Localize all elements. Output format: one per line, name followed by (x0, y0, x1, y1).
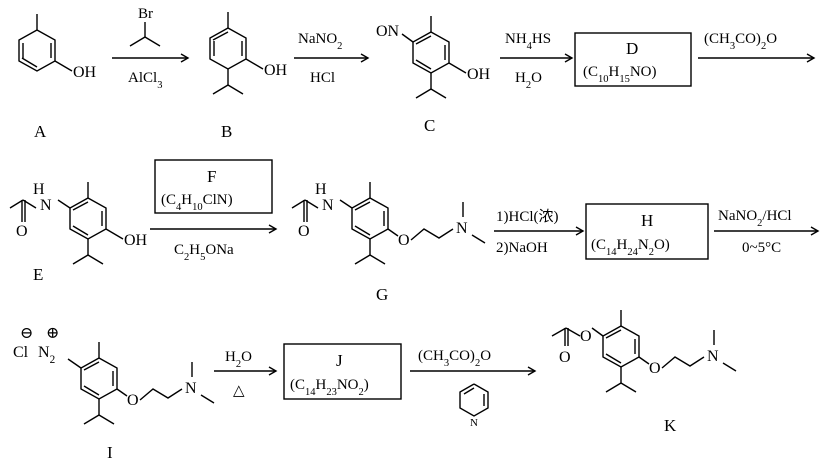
compound-i-amine-n: N (185, 380, 197, 397)
arrow-step-2 (294, 53, 370, 63)
compound-b-oh: OH (264, 62, 288, 79)
reagent-bromo: Br (138, 6, 153, 22)
compound-d-formula: (C10H15NO) (583, 64, 657, 85)
compound-g-label: G (376, 285, 388, 304)
compound-k-label: K (664, 416, 677, 435)
compound-c-oh: OH (467, 66, 491, 83)
compound-g-amide-n: N (322, 197, 334, 214)
arrow-step-7 (714, 226, 820, 236)
reagent-diazotization: NaNO2/HCl (718, 208, 792, 229)
compound-g-carbonyl-o: O (298, 223, 310, 240)
arrow-step-5 (150, 224, 278, 234)
compound-e-label: E (33, 265, 43, 284)
compound-e-h: H (33, 181, 45, 198)
compound-k-carbonyl-o: O (559, 349, 571, 366)
compound-b-structure: OH (209, 12, 288, 95)
compound-b-label: B (221, 122, 232, 141)
charge-plus: ⊕ (46, 325, 59, 342)
compound-j-label: J (336, 351, 343, 370)
compound-c-structure: ON OH (376, 16, 491, 99)
arrow-step-6 (494, 226, 585, 236)
compound-e-carbonyl-o: O (16, 223, 28, 240)
arrow-step-3 (500, 53, 574, 63)
reagent-acetic-anhydride-2: (CH3CO)2O (418, 348, 491, 369)
reagent-sodium-ethoxide: C2H5ONa (174, 242, 234, 263)
arrow-step-9 (410, 366, 537, 417)
compound-g-structure: H N O O N (291, 181, 486, 265)
compound-a-structure: OH (18, 14, 97, 81)
arrow-step-1 (112, 22, 190, 63)
pyridine-n: N (470, 417, 478, 429)
compound-e-oh: OH (124, 232, 148, 249)
compound-i-ether-o: O (127, 392, 139, 409)
compound-i-label: I (107, 443, 113, 462)
arrow-step-8 (214, 366, 278, 376)
reagent-hcl: HCl (310, 70, 335, 86)
compound-f-formula: (C4H10ClN) (161, 192, 233, 213)
box-compound-j: J (C14H23NO2) (283, 343, 402, 400)
compound-c-label: C (424, 116, 435, 135)
compound-h-formula: (C14H24N2O) (591, 237, 670, 258)
compound-i-diazonium: N2 (38, 344, 55, 366)
compound-h-label: H (641, 211, 653, 230)
reagent-water-heat: H2O (225, 349, 252, 370)
compound-g-amine-n: N (456, 220, 468, 237)
box-compound-f: F (C4H10ClN) (154, 159, 273, 214)
reagent-water: H2O (515, 70, 542, 91)
arrow-step-4 (698, 53, 816, 63)
reagent-nh4hs: NH4HS (505, 31, 551, 52)
compound-f-label: F (207, 167, 216, 186)
compound-k-structure: O O O N (551, 310, 737, 393)
compound-k-ether-o: O (649, 360, 661, 377)
box-compound-h: H (C14H24N2O) (585, 203, 709, 260)
box-compound-d: D (C10H15NO) (574, 32, 692, 87)
compound-j-formula: (C14H23NO2) (290, 377, 369, 398)
reagent-heat-symbol: △ (233, 383, 245, 399)
compound-k-amine-n: N (707, 348, 719, 365)
compound-e-structure: H N O OH (9, 181, 148, 265)
compound-e-n: N (40, 197, 52, 214)
reagent-alcl3: AlCl3 (128, 70, 162, 91)
reagent-conc-hcl: 1)HCl(浓) (496, 208, 559, 225)
compound-a-oh: OH (73, 64, 97, 81)
compound-g-ether-o: O (398, 232, 410, 249)
compound-a-label: A (34, 122, 47, 141)
reagent-nano2: NaNO2 (298, 31, 342, 52)
compound-d-label: D (626, 39, 638, 58)
compound-i-chloride: Cl (13, 344, 29, 361)
compound-c-nitroso: ON (376, 23, 400, 40)
reagent-naoh: 2)NaOH (496, 240, 548, 256)
compound-k-ester-o: O (580, 328, 592, 345)
charge-minus: ⊖ (20, 325, 33, 342)
compound-g-h: H (315, 181, 327, 198)
compound-i-structure: ⊖ Cl ⊕ N2 O N (13, 325, 215, 425)
reagent-temperature: 0~5°C (742, 240, 781, 256)
reagent-acetic-anhydride-1: (CH3CO)2O (704, 31, 777, 52)
